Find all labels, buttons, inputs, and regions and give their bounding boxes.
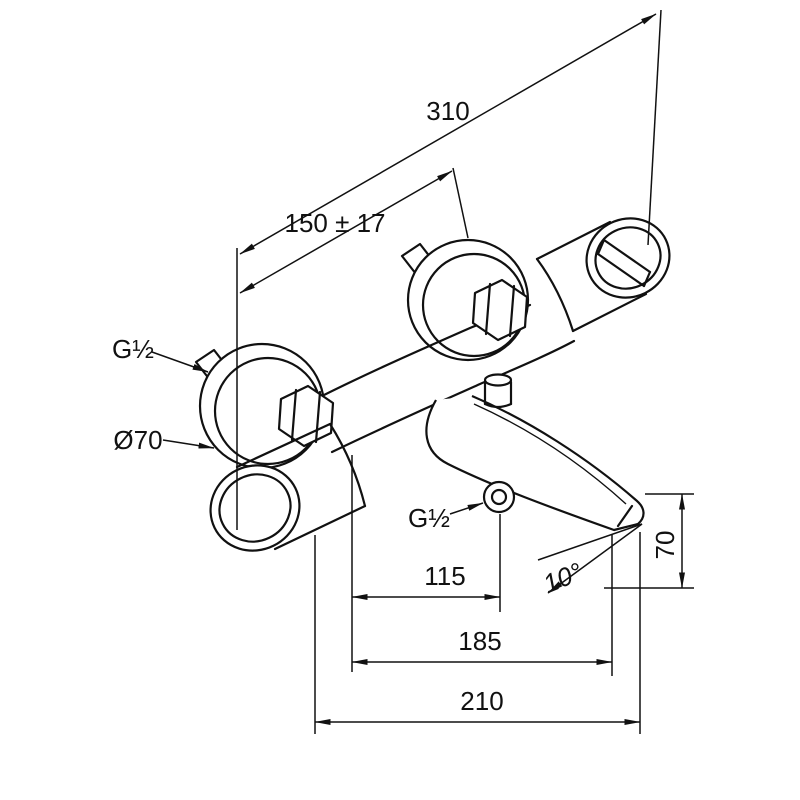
faucet-drawing <box>194 217 671 552</box>
right-handle-lever-edge <box>596 252 646 288</box>
angle-reference-line <box>537 523 643 561</box>
body-bottom-edge <box>330 339 576 454</box>
leader-g12-left <box>151 351 209 373</box>
left-handle-side <box>235 422 332 469</box>
diverter-knob-base <box>483 402 513 409</box>
left-handle-face-inner <box>218 473 292 543</box>
right-handle-root <box>535 257 575 333</box>
thread-bottom-label: G½ <box>408 503 450 533</box>
extension-line-150-right <box>452 167 469 239</box>
diverter-knob-top <box>483 373 513 387</box>
right-handle-side <box>571 292 648 333</box>
shower-outlet-inner <box>490 488 508 506</box>
left-nut-facet <box>290 388 298 442</box>
right-nut-facet <box>484 282 492 336</box>
dim-150-line <box>239 170 453 294</box>
spout-tip-face <box>616 504 634 528</box>
right-nut-facet <box>508 284 516 338</box>
dim-70-label: 70 <box>650 531 680 560</box>
dimension-lines: 310 150 ± 17 G½ Ø70 G½ 115 185 210 70 <box>112 9 694 734</box>
dim-210-label: 210 <box>460 686 503 716</box>
leader-dia70 <box>162 439 215 449</box>
right-handle-lever-end <box>642 270 652 288</box>
dim-115-label: 115 <box>424 561 465 591</box>
dim-150-label: 150 ± 17 <box>284 208 385 238</box>
shower-outlet-outer <box>482 480 516 514</box>
dim-310-label: 310 <box>426 96 469 126</box>
left-handle-side <box>273 504 367 551</box>
flange-diameter-label: Ø70 <box>113 425 162 455</box>
left-handle-root <box>328 422 367 508</box>
left-handle-face <box>209 464 301 552</box>
extension-line-310-right <box>647 9 662 246</box>
angle-dim-line <box>547 523 643 594</box>
left-nut-facet <box>314 390 322 444</box>
spout-angle-label: 10° <box>539 556 587 599</box>
dim-185-label: 185 <box>458 626 501 656</box>
thread-left-label: G½ <box>112 334 154 364</box>
spout-ridge-line <box>473 403 627 505</box>
spout <box>425 394 645 532</box>
leader-g12-bottom <box>449 502 484 515</box>
